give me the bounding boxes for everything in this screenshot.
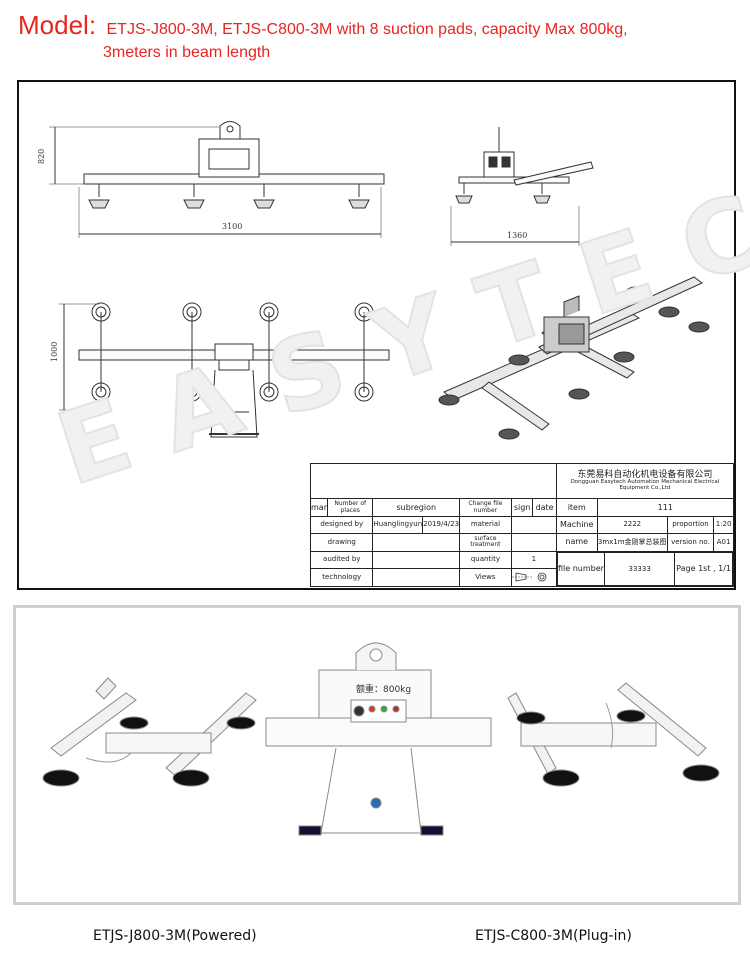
top-view bbox=[59, 302, 390, 438]
company-name: 东莞易科自动化机电设备有限公司 Dongguan Easytech Automa… bbox=[555, 462, 735, 500]
front-view bbox=[49, 121, 385, 238]
version-value: A01 bbox=[713, 532, 734, 553]
file-number-value: 33333 bbox=[604, 552, 676, 586]
lifter-left bbox=[42, 677, 257, 787]
caption-plug-in: ETJS-C800-3M(Plug-in) bbox=[475, 928, 632, 944]
front-pads bbox=[88, 184, 370, 209]
product-photo: 额重：800kg bbox=[13, 605, 741, 905]
col-sign: sign bbox=[510, 498, 534, 518]
item-value: 111 bbox=[596, 498, 735, 518]
col-number-of-places: Number of places bbox=[326, 498, 374, 518]
item-label: item bbox=[555, 498, 598, 518]
company-name-en: Dongguan Easytech Automation Mechanical … bbox=[570, 479, 720, 491]
drawing-canvas: 820 3100 1360 bbox=[37, 121, 710, 440]
machine-value: 2222 bbox=[596, 516, 668, 534]
title-block: 东莞易科自动化机电设备有限公司 Dongguan Easytech Automa… bbox=[309, 462, 735, 588]
page-indicator: Page 1st , 1/1 bbox=[674, 552, 733, 586]
quantity-value: 1 bbox=[510, 551, 557, 569]
material-label: material bbox=[459, 516, 512, 534]
model-header: Model: ETJS-J800-3M, ETJS-C800-3M with 8… bbox=[18, 10, 738, 61]
col-mar: mar bbox=[310, 498, 328, 518]
isometric-view bbox=[438, 276, 710, 440]
design-date: 2019/4/23 bbox=[422, 516, 461, 534]
file-number-label: file number bbox=[556, 552, 606, 586]
designed-by-label: designed by bbox=[309, 516, 374, 534]
col-subregion: subregion bbox=[372, 498, 461, 518]
drawing-label: drawing bbox=[309, 532, 374, 553]
designer-name: Huanglingyun bbox=[372, 516, 424, 534]
views-label: Views bbox=[459, 567, 512, 588]
version-label: version no. bbox=[666, 532, 715, 553]
top-pads bbox=[91, 302, 374, 402]
quantity-label: quantity bbox=[459, 551, 512, 569]
col-date: date bbox=[532, 498, 557, 518]
proportion-value: 1:20 bbox=[713, 516, 734, 534]
audited-by-label: audited by bbox=[309, 551, 374, 569]
projection-symbol bbox=[510, 567, 557, 588]
side-view bbox=[450, 127, 594, 246]
product-photo-canvas: 额重：800kg bbox=[42, 642, 720, 836]
dim-front-height: 820 bbox=[37, 149, 46, 164]
technology-label: technology bbox=[309, 567, 374, 588]
machine-label: Machine bbox=[555, 516, 598, 534]
lifter-right bbox=[507, 682, 720, 787]
lifter-center bbox=[265, 642, 492, 836]
company-name-cn: 东莞易科自动化机电设备有限公司 bbox=[577, 469, 713, 480]
proportion-label: proportion bbox=[666, 516, 715, 534]
dim-top-height: 1000 bbox=[50, 342, 59, 362]
col-change-file-number: Change file number bbox=[459, 498, 512, 518]
name-value: 3mx1m金刚掌总装图 bbox=[596, 532, 668, 553]
model-description-line2: 3meters in beam length bbox=[103, 44, 271, 61]
model-description: ETJS-J800-3M, ETJS-C800-3M with 8 suctio… bbox=[106, 21, 628, 38]
model-label: Model: bbox=[18, 10, 97, 40]
engineering-drawing: 820 3100 1360 bbox=[17, 80, 750, 590]
surface-treatment-label: surface treatment bbox=[459, 532, 512, 553]
dim-front-width: 3100 bbox=[222, 222, 242, 231]
dim-side-width: 1360 bbox=[507, 231, 527, 240]
caption-powered: ETJS-J800-3M(Powered) bbox=[93, 928, 257, 944]
projection-icon bbox=[511, 572, 547, 582]
name-label: name bbox=[555, 532, 598, 553]
capacity-plate: 额重：800kg bbox=[356, 683, 411, 695]
